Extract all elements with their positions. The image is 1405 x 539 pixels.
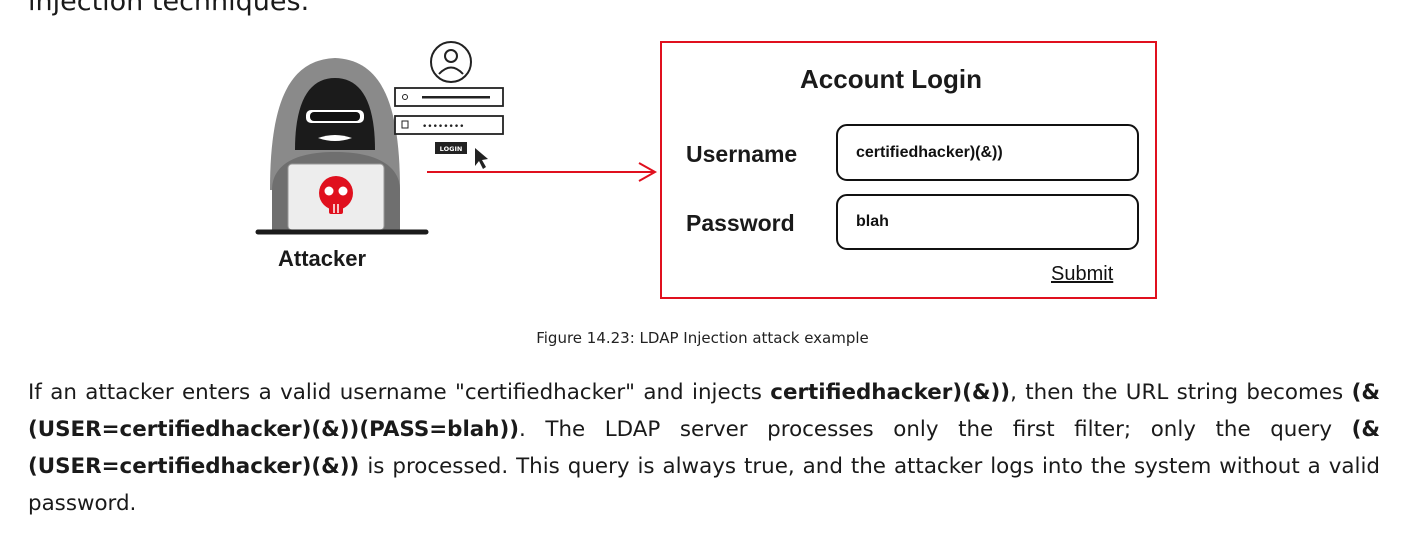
account-login-panel xyxy=(660,41,1157,299)
para-text-2: , then the URL string becomes xyxy=(1010,380,1352,405)
attacker-illustration: •••••••• LOGIN xyxy=(255,41,504,235)
body-paragraph: If an attacker enters a valid username "… xyxy=(28,374,1380,522)
login-form-icon: •••••••• LOGIN xyxy=(394,41,504,169)
para-bold-3: (&(USER=certifiedhacker)(&)) xyxy=(28,417,1380,479)
para-bold-2: (&(USER=certifiedhacker)(&))(PASS=blah)) xyxy=(28,380,1380,442)
skull-icon xyxy=(319,176,353,214)
para-text-1: If an attacker enters a valid username "… xyxy=(28,380,771,405)
submit-link[interactable]: Submit xyxy=(1051,263,1114,285)
login-button-text: LOGIN xyxy=(440,145,463,153)
cursor-icon xyxy=(475,148,488,169)
svg-text:••••••••: •••••••• xyxy=(422,122,464,132)
username-label: Username xyxy=(686,141,798,167)
figure-caption: Figure 14.23: LDAP Injection attack exam… xyxy=(536,329,869,347)
password-field[interactable]: blah xyxy=(836,194,1139,250)
para-text-4: is processed. This query is always true,… xyxy=(28,454,1380,516)
para-text-3: . The LDAP server processes only the fir… xyxy=(519,417,1352,442)
para-bold-1: certifiedhacker)(&)) xyxy=(770,380,1011,405)
preceding-text-line: injection techniques. xyxy=(28,0,310,17)
attacker-label: Attacker xyxy=(278,246,367,271)
login-title: Account Login xyxy=(800,64,982,94)
arrow-icon xyxy=(427,162,658,182)
username-field[interactable]: certifiedhacker)(&)) xyxy=(836,124,1139,181)
password-label: Password xyxy=(686,210,795,236)
